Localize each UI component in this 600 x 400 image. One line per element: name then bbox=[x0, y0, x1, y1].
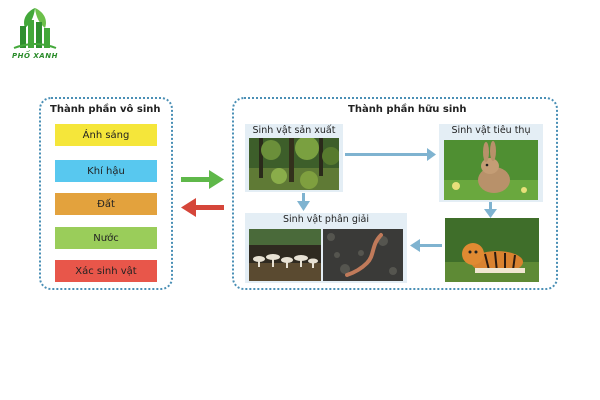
abiotic-item-light: Ánh sáng bbox=[55, 124, 157, 146]
abiotic-item-climate: Khí hậu bbox=[55, 160, 157, 182]
consumer-panel: Sinh vật tiêu thụ bbox=[439, 124, 543, 202]
biotic-title: Thành phần hữu sinh bbox=[348, 104, 467, 115]
arrow-producer-to-decomposer bbox=[297, 193, 310, 211]
mushroom-image bbox=[249, 229, 321, 281]
arrow-to-biotic bbox=[181, 170, 224, 189]
rabbit-image bbox=[444, 140, 538, 200]
forest-image bbox=[249, 138, 339, 190]
arrow-producer-to-consumer bbox=[345, 148, 436, 161]
arrow-to-abiotic bbox=[181, 198, 224, 217]
decomposer-panel: Sinh vật phân giải bbox=[245, 213, 407, 283]
producer-panel: Sinh vật sản xuất bbox=[245, 124, 343, 192]
abiotic-title: Thành phần vô sinh bbox=[50, 104, 161, 115]
logo-text: PHỐ XANH bbox=[12, 52, 58, 60]
producer-label: Sinh vật sản xuất bbox=[252, 125, 336, 136]
earthworm-image bbox=[323, 229, 403, 281]
abiotic-item-water: Nước bbox=[55, 227, 157, 249]
arrow-rabbit-to-tiger bbox=[484, 202, 497, 218]
abiotic-item-soil: Đất bbox=[55, 193, 157, 215]
tiger-image bbox=[445, 218, 539, 282]
arrow-consumer-to-decomposer bbox=[410, 239, 442, 252]
building-leaf-logo-icon bbox=[4, 4, 66, 62]
abiotic-item-dead-organisms: Xác sinh vật bbox=[55, 260, 157, 282]
consumer-label: Sinh vật tiêu thụ bbox=[451, 125, 531, 136]
decomposer-label: Sinh vật phân giải bbox=[283, 214, 369, 225]
